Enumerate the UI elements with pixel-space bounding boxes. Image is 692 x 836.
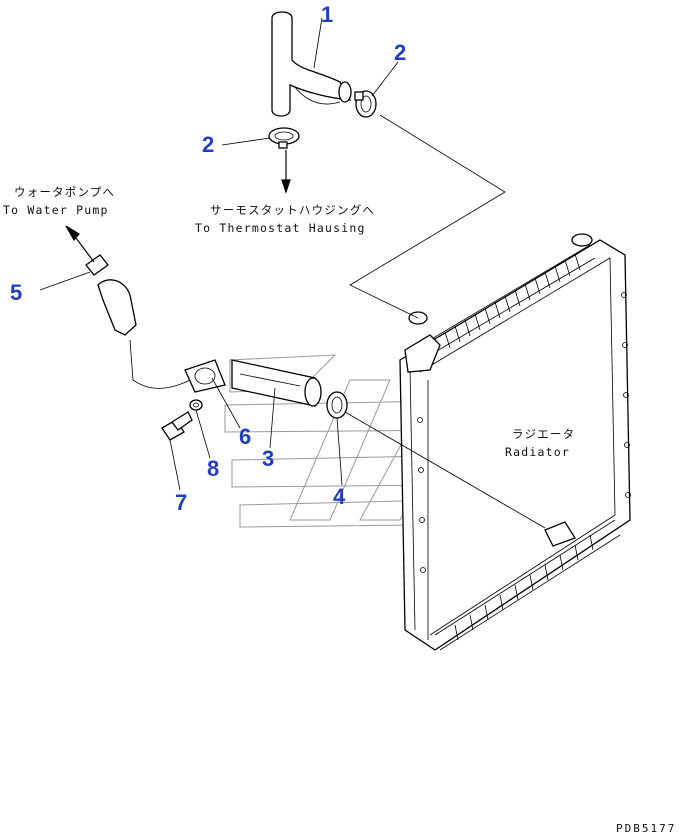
callout-7: 7: [175, 490, 187, 515]
water-pump-hose: [85, 254, 137, 336]
note-radiator-jp: ラジエータ: [512, 427, 575, 441]
lower-hose: [231, 359, 322, 407]
hose-clamp-lower: [268, 127, 300, 149]
note-thermostat-jp: サーモスタットハウジングへ: [210, 203, 375, 217]
radiator-bolts: [417, 292, 631, 573]
note-water-pump-en: To Water Pump: [3, 203, 109, 217]
radiator-lower-outlet: [544, 521, 576, 547]
leader-lines: [39, 17, 546, 529]
upper-hose: [271, 11, 352, 117]
radiator-upper-inlet: [404, 334, 441, 373]
figure-code: PDB5177: [616, 822, 676, 835]
radiator: [399, 233, 631, 651]
radiator-bottom-fins: [454, 534, 594, 641]
note-water-pump-jp: ウォータポンプへ: [14, 185, 115, 199]
callout-4: 4: [333, 484, 346, 509]
note-thermostat-en: To Thermostat Hausing: [195, 221, 366, 235]
callout-8: 8: [207, 456, 219, 481]
radiator-cap: [571, 233, 593, 247]
bolt: [161, 411, 193, 441]
washer: [189, 399, 203, 411]
callout-6: 6: [239, 424, 251, 449]
callout-1: 1: [321, 2, 333, 27]
hose-clamp-radiator: [326, 391, 348, 419]
callout-2-lower: 2: [202, 132, 214, 157]
radiator-top-fins: [444, 253, 581, 349]
hose-clamp-upper: [354, 90, 377, 118]
callout-2-upper: 2: [394, 40, 406, 65]
callout-3: 3: [262, 446, 274, 471]
hose-bracket: [184, 359, 226, 393]
callout-5: 5: [10, 280, 22, 305]
note-radiator-en: Radiator: [505, 445, 570, 459]
